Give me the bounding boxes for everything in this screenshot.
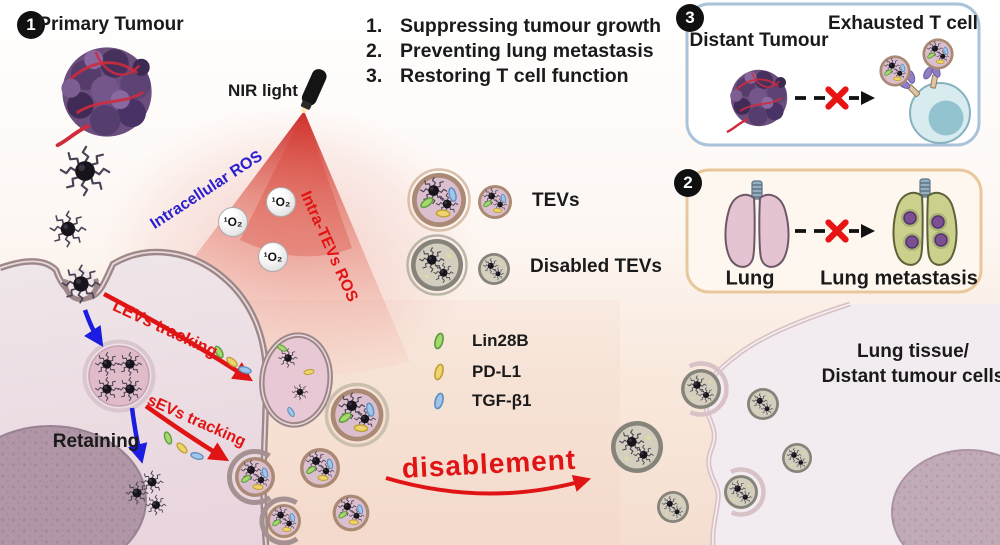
exhausted-t-cell-icon [879,38,971,144]
goal-number: 3. [366,65,383,87]
multivesicular-body [82,339,156,413]
step2-badge: 2 [674,169,702,197]
goal-item-2: 2. Preventing lung metastasis [366,39,661,64]
goal-text: Suppressing tumour growth [400,15,662,37]
lung-label: Lung [725,267,775,290]
disablement-arrow [385,474,592,496]
goal-item-3: 3. Restoring T cell function [366,64,661,89]
goal-number: 1. [366,15,383,37]
distant-tumour-label: Distant Tumour [689,30,829,52]
right-cell-label: Lung tissue/ Distant tumour cells [822,339,1000,389]
metastatic-lung-icon [892,178,958,266]
right-cell [673,301,1000,545]
legend-disabled-tevs-label: Disabled TEVs [530,256,662,278]
step3-badge: 3 [676,4,704,32]
free-tevs [300,382,390,532]
box3-panel [685,2,981,147]
legend-lin28b-label: Lin28B [472,331,529,351]
goal-item-1: 1. Suppressing tumour growth [366,14,661,39]
lung-metastasis-label: Lung metastasis [820,267,978,290]
membrane-bleb [259,332,333,428]
goal-text: Preventing lung metastasis [400,40,654,62]
sorting-arrow-1 [82,309,104,347]
singlet-oxygen-icon: ¹O₂ [266,187,296,217]
goal-text: Restoring T cell function [400,65,629,87]
sorting-arrow-2 [128,407,148,464]
goals-list: 1. Suppressing tumour growth 2. Preventi… [366,14,661,89]
levs-tracking-arrow [102,292,253,382]
sevs-tracking-arrow [144,404,230,462]
primary-tumour-label: Primary Tumour [38,14,184,36]
singlet-oxygen-icon: ¹O₂ [258,242,288,272]
goal-number: 2. [366,40,383,62]
right-cell-label-line2: Distant tumour cells [821,366,1000,387]
legend-tevs-label: TEVs [532,190,580,212]
step1-badge: 1 [17,11,45,39]
right-cell-label-line1: Lung tissue/ [857,341,969,362]
exhausted-t-cell-label: Exhausted T cell [828,13,978,35]
legend-pdl1-label: PD-L1 [472,362,522,382]
retaining-label: Retaining [52,431,140,453]
left-cell-nucleus [0,425,147,545]
box2-panel [685,168,983,294]
nir-light-label: NIR light [228,81,298,101]
right-cell-nucleus [891,449,1000,545]
nir-torch-icon [300,69,327,114]
legend-tev-icons [406,168,513,296]
budding-vesicles [227,449,309,545]
singlet-oxygen-icon: ¹O₂ [218,207,248,237]
legend-tgfb1-label: TGF-β1 [472,391,532,411]
